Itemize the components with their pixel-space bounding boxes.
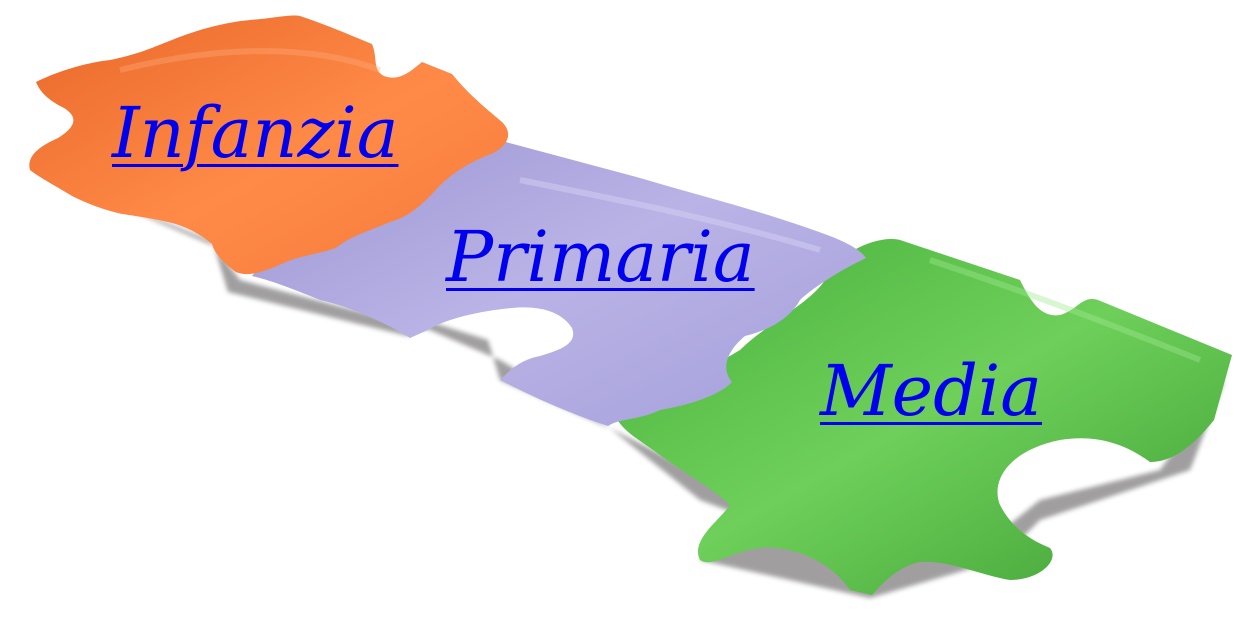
link-infanzia[interactable]: Infanzia bbox=[112, 98, 398, 168]
link-media[interactable]: Media bbox=[820, 356, 1042, 426]
link-primaria[interactable]: Primaria bbox=[446, 222, 755, 292]
